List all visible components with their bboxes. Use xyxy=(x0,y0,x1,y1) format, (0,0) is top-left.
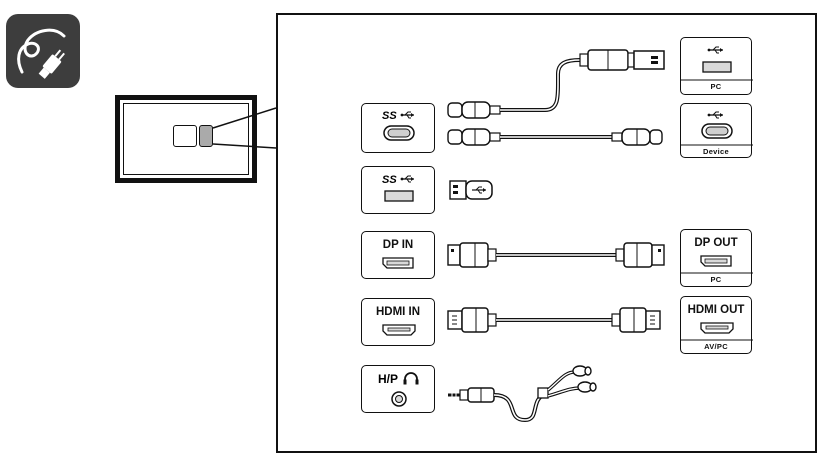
hdmi-in-label: HDMI IN xyxy=(375,306,421,318)
monitor-port-block-left xyxy=(173,125,197,147)
headphone-port-box: H/P xyxy=(361,365,435,413)
cable-plug-icon xyxy=(6,14,80,88)
usb-trident-icon xyxy=(400,175,414,183)
superspeed-usb-icon: SS xyxy=(382,110,397,122)
hdmi-out-box: HDMI OUT AV/PC xyxy=(680,296,753,354)
dp-in-port-box: DP IN xyxy=(361,231,435,279)
usb-c-to-usb-c-cable xyxy=(447,128,663,146)
displayport-cable xyxy=(447,242,665,268)
hdmi-socket-icon xyxy=(681,322,753,341)
device-usbc-box: Device xyxy=(680,103,753,158)
pc-usb-sublabel: PC xyxy=(710,82,722,91)
headphone-label: H/P xyxy=(378,372,398,386)
usb-c-port-box: SS xyxy=(361,103,435,153)
hdmi-in-port-box: HDMI IN xyxy=(361,298,435,346)
displayport-socket-icon xyxy=(382,257,414,269)
monitor-port-block-highlight xyxy=(199,125,213,147)
displayport-socket-icon xyxy=(681,255,753,274)
hdmi-socket-icon xyxy=(382,324,416,336)
dp-in-label: DP IN xyxy=(382,239,414,251)
hdmi-out-label: HDMI OUT xyxy=(687,304,745,316)
usb-trident-icon xyxy=(400,111,414,119)
usb-trident-icon xyxy=(707,46,723,54)
usb-c-to-usb-a-cable xyxy=(447,49,665,119)
dp-out-box: DP OUT PC xyxy=(680,229,753,287)
hdmi-cable xyxy=(447,307,661,333)
pc-usb-box: PC xyxy=(680,37,753,95)
usb-a-plug xyxy=(449,180,493,200)
dp-out-sublabel: PC xyxy=(710,275,722,284)
usb-trident-icon xyxy=(707,111,723,119)
earphone-cable xyxy=(448,365,597,423)
headphone-icon xyxy=(403,372,419,385)
dp-out-label: DP OUT xyxy=(694,237,738,249)
device-usbc-sublabel: Device xyxy=(703,147,729,156)
superspeed-usb-icon: SS xyxy=(382,174,397,186)
connection-diagram-frame xyxy=(276,13,817,453)
hdmi-out-sublabel: AV/PC xyxy=(704,342,728,351)
usb-a-port-box: SS xyxy=(361,166,435,214)
